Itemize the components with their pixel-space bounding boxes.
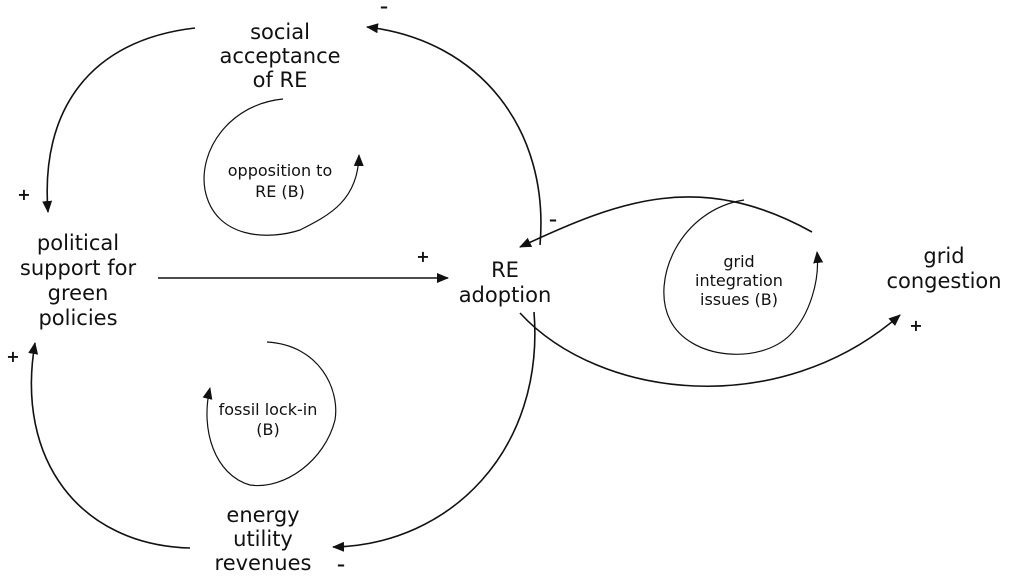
variable-label-line: political <box>37 231 119 255</box>
link-readoption-to-gridcongestion <box>519 312 901 387</box>
link-gridcongestion-to-readoption <box>519 196 813 248</box>
variable-social-acceptance: social acceptance of RE <box>219 20 340 92</box>
loop-label-line: grid <box>723 252 754 271</box>
variable-re-adoption: RE adoption <box>459 258 552 307</box>
link-revenues-to-political <box>28 342 191 549</box>
variable-label-line: social <box>250 20 310 44</box>
polarity-readoption-to-gridcongestion: + <box>909 316 922 335</box>
variable-label-line: support for <box>20 256 137 280</box>
link-readoption-to-revenues <box>332 311 536 552</box>
variable-label-line: utility <box>233 527 293 551</box>
link-readoption-to-social <box>366 23 542 246</box>
loop-label-opposition: opposition to RE (B) <box>228 161 332 201</box>
variable-label-line: RE <box>491 258 519 282</box>
variable-label-line: revenues <box>215 551 312 575</box>
variable-label-line: green <box>48 281 109 305</box>
loop-arrow-grid-integration <box>663 199 824 355</box>
polarity-gridcongestion-to-readoption: – <box>549 210 557 229</box>
variable-label-line: congestion <box>886 269 1001 293</box>
variable-energy-utility-revenues: energy utility revenues <box>215 503 312 575</box>
variable-grid-congestion: grid congestion <box>886 244 1001 293</box>
polarity-readoption-to-social: – <box>380 0 388 16</box>
polarity-political-to-readoption: + <box>416 247 429 266</box>
variable-label-line: grid <box>923 244 964 268</box>
polarity-revenues-to-political: + <box>6 347 19 366</box>
polarity-social-to-political: + <box>17 185 30 204</box>
polarity-readoption-to-revenues: – <box>337 555 345 574</box>
variable-label-line: of RE <box>253 68 308 92</box>
variable-label-line: energy <box>226 503 299 527</box>
loop-label-line: issues (B) <box>700 290 778 309</box>
loop-arrow-opposition <box>203 98 364 236</box>
variable-label-line: acceptance <box>219 44 340 68</box>
loop-label-fossil-lockin: fossil lock-in (B) <box>219 400 318 439</box>
loop-label-line: fossil lock-in <box>219 400 318 419</box>
loop-label-line: (B) <box>256 420 279 439</box>
loop-label-grid-integration: grid integration issues (B) <box>695 252 783 309</box>
variable-political-support: political support for green policies <box>20 231 137 330</box>
variable-label-line: policies <box>38 306 117 330</box>
link-social-to-political <box>42 27 196 213</box>
loop-label-line: RE (B) <box>255 182 305 201</box>
variable-label-line: adoption <box>459 283 552 307</box>
loop-arrow-fossil-lockin <box>202 341 337 487</box>
loop-label-line: integration <box>695 271 783 290</box>
loop-label-line: opposition to <box>228 161 332 180</box>
